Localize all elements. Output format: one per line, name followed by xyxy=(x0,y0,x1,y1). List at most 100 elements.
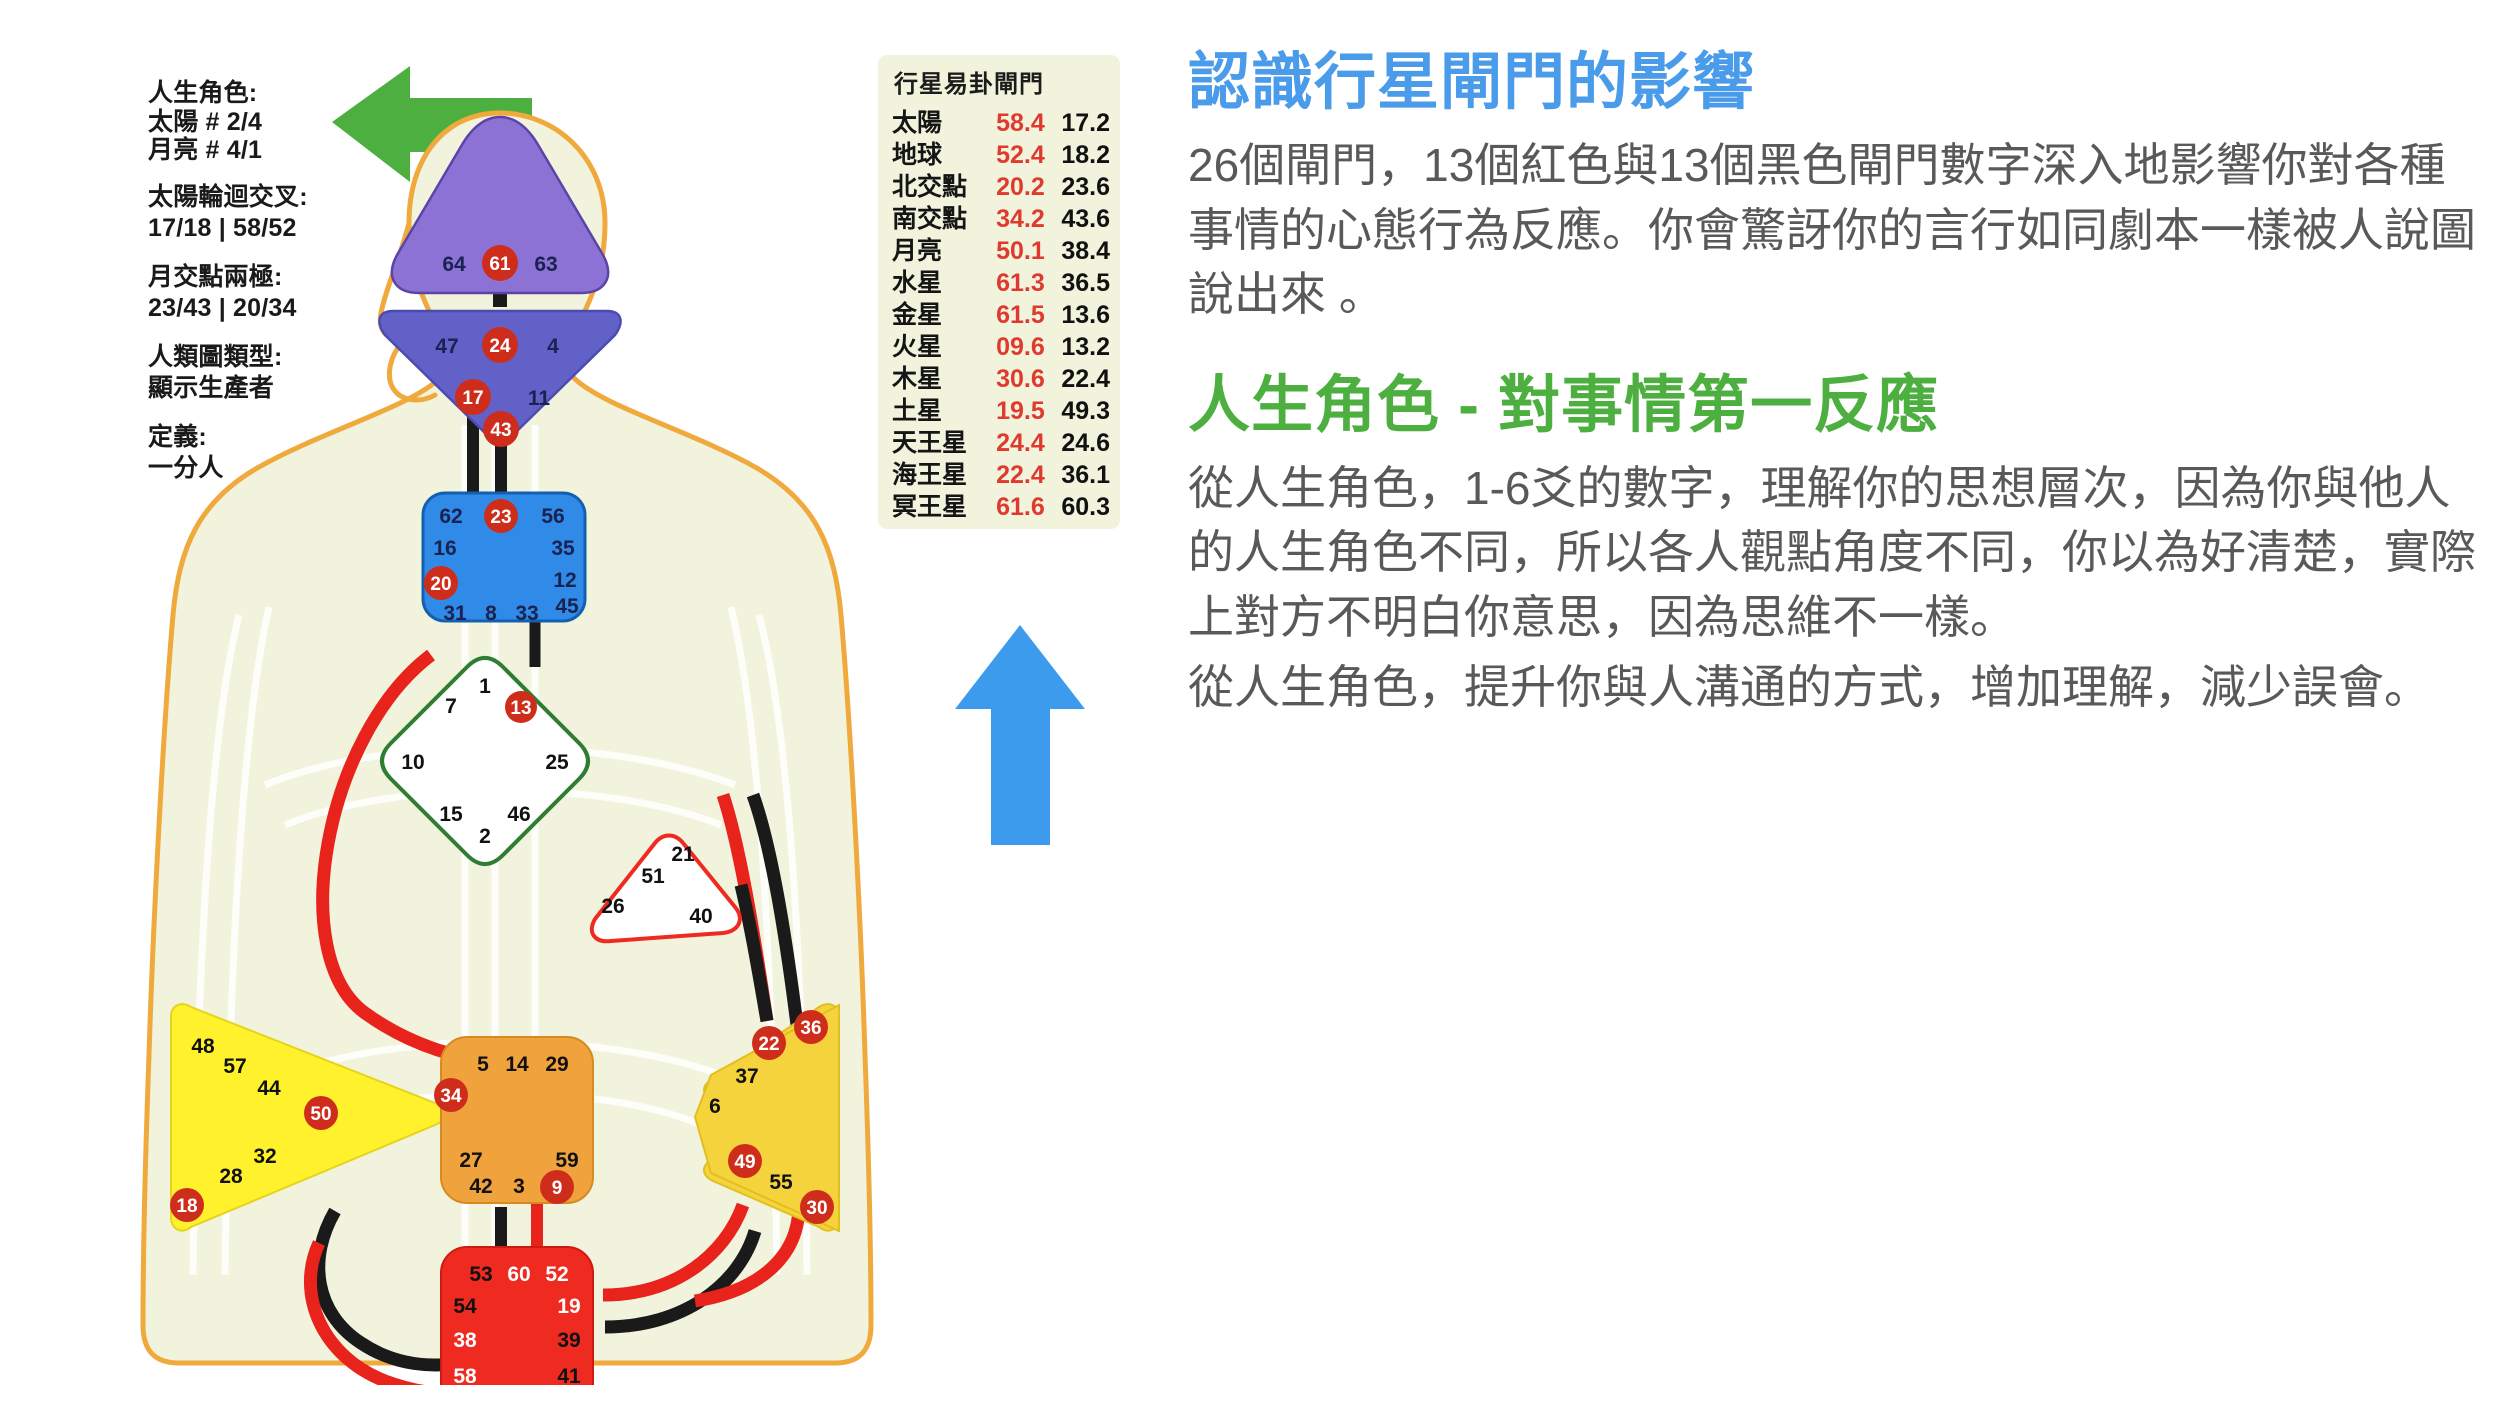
section-heading-profile: 人生角色 - 對事情第一反應 xyxy=(1188,370,1940,440)
planetary-table-title: 行星易卦閘門 xyxy=(894,71,1044,98)
gate-56: 56 xyxy=(541,505,564,528)
design-gate: 50.1 xyxy=(996,237,1045,265)
gate-53: 53 xyxy=(469,1263,492,1286)
personality-gate: 18.2 xyxy=(1061,141,1110,169)
gate-52: 52 xyxy=(545,1263,568,1286)
paragraph-planetary-gates: 26個閘門，13個紅色與13個黑色閘門數字深入地影響你對各種事情的心態行為反應。… xyxy=(1188,139,2476,321)
gate-36-activation xyxy=(794,1010,828,1044)
gate-43: 43 xyxy=(490,420,511,441)
gate-1: 1 xyxy=(479,675,491,698)
personality-gate: 24.6 xyxy=(1061,429,1110,457)
planet-name: 土星 xyxy=(892,397,943,425)
info-group-profile: 人生角色: 太陽 # 2/4 月亮 # 4/1 xyxy=(148,78,378,164)
gate-41: 41 xyxy=(557,1365,581,1385)
gate-29: 29 xyxy=(545,1053,568,1076)
chart-info-panel: 人生角色: 太陽 # 2/4 月亮 # 4/1 太陽輪迴交叉: 17/18 | … xyxy=(148,78,378,502)
gate-57: 57 xyxy=(223,1055,246,1078)
gate-25: 25 xyxy=(545,751,569,774)
info-value-profile-moon: 月亮 # 4/1 xyxy=(148,135,263,164)
gate-58: 58 xyxy=(453,1365,477,1385)
table-row: 金星 61.5 13.6 xyxy=(892,295,1110,329)
gate-18-activation xyxy=(170,1188,204,1222)
planet-name: 月亮 xyxy=(892,237,943,265)
human-design-bodygraph: .gn{font-family:"Liberation Sans",sans-s… xyxy=(135,95,875,1385)
design-gate: 61.5 xyxy=(996,301,1045,329)
info-group-definition: 定義: 一分人 xyxy=(148,422,378,484)
gate-11: 11 xyxy=(528,387,551,410)
personality-gate: 38.4 xyxy=(1061,237,1110,265)
green-left-arrow-icon xyxy=(332,60,532,186)
head-center[interactable]: 64 61 63 xyxy=(390,115,610,295)
info-value-profile-sun: 太陽 # 2/4 xyxy=(148,108,263,136)
gate-13: 13 xyxy=(510,698,531,719)
sacral-center[interactable]: 5 14 29 34 27 59 42 3 9 xyxy=(434,1036,594,1204)
design-gate: 52.4 xyxy=(996,141,1045,169)
gate-18: 18 xyxy=(176,1196,197,1217)
info-value-incarnation-cross: 17/18 | 58/52 xyxy=(148,214,297,242)
gate-28: 28 xyxy=(219,1165,243,1188)
gate-23: 23 xyxy=(490,507,511,528)
table-row: 木星 30.6 22.4 xyxy=(892,359,1110,393)
article-content: 認識行星閘門的影響 26個閘門，13個紅色與13個黑色閘門數字深入地影響你對各種… xyxy=(1188,48,2478,720)
design-gate: 09.6 xyxy=(996,333,1045,361)
info-label-nodes: 月交點兩極: xyxy=(148,263,283,291)
gate-59: 59 xyxy=(555,1149,578,1172)
gate-40: 40 xyxy=(689,905,712,928)
gate-24-activation xyxy=(482,327,518,363)
heart-ego-center[interactable]: 21 51 26 40 xyxy=(589,833,742,944)
gate-6: 6 xyxy=(709,1095,721,1118)
gate-61-activation xyxy=(482,245,518,281)
gate-34-activation xyxy=(434,1078,468,1112)
personality-gate: 22.4 xyxy=(1061,365,1110,393)
gate-34: 34 xyxy=(440,1086,462,1107)
gate-49-activation xyxy=(728,1144,762,1178)
table-row: 月亮 50.1 38.4 xyxy=(892,231,1110,265)
gate-39: 39 xyxy=(557,1329,580,1352)
design-gate: 58.4 xyxy=(996,109,1045,137)
table-row: 土星 19.5 49.3 xyxy=(892,391,1110,425)
gate-21: 21 xyxy=(671,843,695,866)
throat-center[interactable]: 62 23 56 16 35 20 12 45 31 8 33 xyxy=(421,491,587,625)
planet-name: 地球 xyxy=(892,141,943,169)
ajna-center[interactable]: 47 24 4 17 11 43 xyxy=(378,309,622,447)
gate-50-activation xyxy=(304,1096,338,1130)
table-row: 海王星 22.4 36.1 xyxy=(892,455,1110,489)
gate-17: 17 xyxy=(462,388,483,409)
personality-gate: 60.3 xyxy=(1061,493,1110,521)
gate-27: 27 xyxy=(459,1149,482,1172)
info-label-type: 人類圖類型: xyxy=(148,343,283,371)
info-group-incarnation-cross: 太陽輪迴交叉: 17/18 | 58/52 xyxy=(148,182,378,244)
spleen-center[interactable]: 48 57 44 50 32 28 18 xyxy=(170,1003,447,1232)
table-row: 冥王星 61.6 60.3 xyxy=(892,487,1110,521)
g-center[interactable]: 1 7 13 10 25 15 46 2 xyxy=(380,656,590,866)
gate-31: 31 xyxy=(443,602,467,625)
gate-14: 14 xyxy=(505,1053,529,1076)
gate-5: 5 xyxy=(477,1053,489,1076)
gate-37: 37 xyxy=(735,1065,758,1088)
gate-23-activation xyxy=(484,499,518,533)
info-value-nodes: 23/43 | 20/34 xyxy=(148,294,297,322)
table-row: 地球 52.4 18.2 xyxy=(892,135,1110,169)
personality-gate: 17.2 xyxy=(1061,109,1110,137)
gate-43-activation xyxy=(483,411,519,447)
gate-61: 61 xyxy=(489,254,511,275)
gate-42: 42 xyxy=(469,1175,492,1198)
gate-38: 38 xyxy=(453,1329,477,1352)
gate-30-activation xyxy=(800,1190,834,1224)
info-group-nodes: 月交點兩極: 23/43 | 20/34 xyxy=(148,262,378,324)
blue-up-arrow-icon xyxy=(955,625,1085,845)
table-row: 水星 61.3 36.5 xyxy=(892,263,1110,297)
planet-name: 天王星 xyxy=(892,429,968,457)
design-gate: 20.2 xyxy=(996,173,1045,201)
design-gate: 22.4 xyxy=(996,461,1045,489)
design-gate: 19.5 xyxy=(996,397,1045,425)
gate-2: 2 xyxy=(479,825,491,848)
gate-20-activation xyxy=(424,566,458,600)
solar-plexus-center[interactable]: 22 36 37 6 49 55 30 xyxy=(693,1003,840,1233)
gate-9: 9 xyxy=(552,1178,563,1199)
gate-20: 20 xyxy=(430,574,451,595)
root-center[interactable]: 53 60 52 54 19 38 39 58 41 xyxy=(440,1246,594,1385)
gate-13-activation xyxy=(505,691,537,723)
gate-51: 51 xyxy=(641,865,665,888)
gate-44: 44 xyxy=(257,1077,281,1100)
